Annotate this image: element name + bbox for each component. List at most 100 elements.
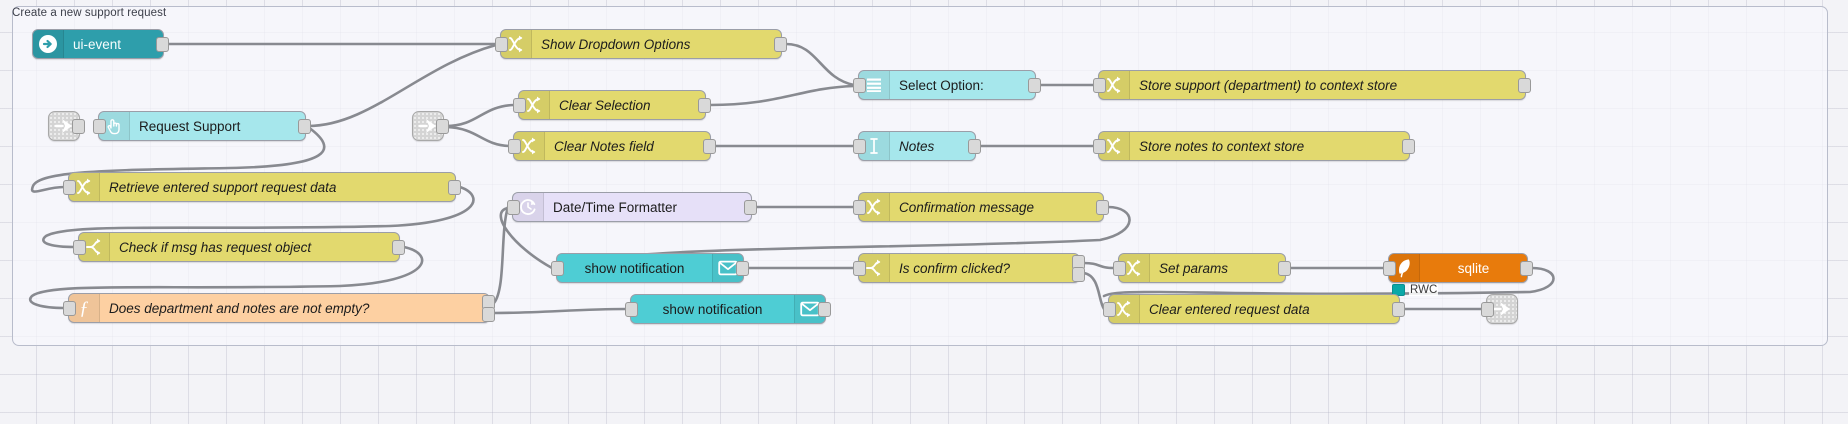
svg-text:ƒ: ƒ <box>79 298 89 318</box>
output-port[interactable] <box>1096 200 1109 215</box>
input-port[interactable] <box>73 240 86 255</box>
sqlite-status-badge: RWC <box>1392 284 1439 296</box>
output-port-2[interactable] <box>1072 266 1085 282</box>
output-port[interactable] <box>1520 261 1533 276</box>
wire-showdropdown-to-selectoption <box>784 42 856 87</box>
output-port[interactable] <box>736 261 749 276</box>
input-port[interactable] <box>853 261 866 276</box>
wire-clearselection-to-selectoption <box>708 84 856 107</box>
node-label: sqlite <box>1457 260 1490 276</box>
input-port[interactable] <box>1113 261 1126 276</box>
node-show-notification-2[interactable]: show notification <box>625 294 831 324</box>
node-clear-entered-request-data[interactable]: Clear entered request data <box>1103 294 1405 324</box>
input-port[interactable] <box>1093 139 1106 154</box>
node-sqlite[interactable]: sqlite <box>1383 253 1533 283</box>
node-label: show notification <box>584 260 685 276</box>
node-label: Is confirm clicked? <box>899 260 1011 276</box>
node-label: Date/Time Formatter <box>553 199 678 215</box>
node-link-out-1[interactable] <box>1481 294 1518 324</box>
input-port[interactable] <box>63 301 76 316</box>
node-notes[interactable]: Notes <box>853 131 981 161</box>
output-port[interactable] <box>1028 78 1041 93</box>
output-port[interactable] <box>968 139 981 154</box>
output-port[interactable] <box>436 119 449 134</box>
wire-retrieve-to-checkmsg <box>42 185 475 249</box>
node-label: Show Dropdown Options <box>541 36 691 52</box>
node-check-msg-request-object[interactable]: Check if msg has request object <box>73 232 405 262</box>
node-show-dropdown-options[interactable]: Show Dropdown Options <box>495 29 787 59</box>
wire-requestsupport-to-retrieve <box>30 125 326 193</box>
wire-function-to-datetime <box>492 205 510 305</box>
node-store-support-to-context[interactable]: Store support (department) to context st… <box>1093 70 1531 100</box>
input-port[interactable] <box>513 98 526 113</box>
input-port[interactable] <box>1103 302 1116 317</box>
node-date-time-formatter[interactable]: Date/Time Formatter <box>507 192 757 222</box>
input-port[interactable] <box>625 302 638 317</box>
input-port[interactable] <box>495 37 508 52</box>
node-store-notes-to-context[interactable]: Store notes to context store <box>1093 131 1415 161</box>
node-ui-event[interactable]: ui-event <box>32 29 169 59</box>
wire-linkin2-to-clearselection <box>444 103 516 128</box>
node-label: Store support (department) to context st… <box>1139 77 1398 93</box>
output-port[interactable] <box>698 98 711 113</box>
node-clear-notes-field[interactable]: Clear Notes field <box>508 131 716 161</box>
output-port[interactable] <box>1392 302 1405 317</box>
node-label: Notes <box>899 138 935 154</box>
input-port[interactable] <box>1481 302 1494 317</box>
node-label: Store notes to context store <box>1139 138 1305 154</box>
input-port[interactable] <box>1093 78 1106 93</box>
node-link-in-2[interactable] <box>412 111 449 141</box>
wire-requestsupport-to-showdropdown <box>306 43 498 128</box>
node-set-params[interactable]: Set params <box>1113 253 1291 283</box>
node-label: Does department and notes are not empty? <box>109 300 370 316</box>
node-request-support[interactable]: Request Support <box>93 111 311 141</box>
node-label: ui-event <box>73 36 122 52</box>
input-port[interactable] <box>1383 261 1396 276</box>
output-port[interactable] <box>392 240 405 255</box>
input-port[interactable] <box>507 200 520 215</box>
input-port[interactable] <box>93 119 106 134</box>
output-port[interactable] <box>1278 261 1291 276</box>
output-port[interactable] <box>1518 78 1531 93</box>
node-label: Request Support <box>139 118 241 134</box>
node-is-confirm-clicked[interactable]: Is confirm clicked? <box>853 253 1085 283</box>
node-confirmation-message[interactable]: Confirmation message <box>853 192 1109 222</box>
change-icon <box>859 193 890 221</box>
text-cursor-icon <box>859 132 890 160</box>
node-label: Clear Notes field <box>554 138 654 154</box>
output-port[interactable] <box>744 200 757 215</box>
wire-sqlite-to-clearrequest <box>1102 266 1555 298</box>
output-port[interactable] <box>448 180 461 195</box>
input-port[interactable] <box>551 261 564 276</box>
input-port[interactable] <box>853 200 866 215</box>
output-port[interactable] <box>818 302 831 317</box>
input-port[interactable] <box>63 180 76 195</box>
input-port[interactable] <box>508 139 521 154</box>
node-show-notification-1[interactable]: show notification <box>551 253 749 283</box>
wire-checkmsg-to-function <box>28 245 424 310</box>
flow-group-label: Create a new support request <box>12 7 167 19</box>
wire-linkin2-to-clearnotes <box>444 125 511 148</box>
node-department-notes-not-empty[interactable]: ƒ Does department and notes are not empt… <box>63 293 495 323</box>
output-port-2[interactable] <box>482 306 495 322</box>
input-port[interactable] <box>853 139 866 154</box>
output-port[interactable] <box>774 37 787 52</box>
input-port[interactable] <box>853 78 866 93</box>
arrow-right-circle-icon <box>33 30 64 58</box>
node-retrieve-request-data[interactable]: Retrieve entered support request data <box>63 172 461 202</box>
output-port[interactable] <box>703 139 716 154</box>
output-port[interactable] <box>1402 139 1415 154</box>
node-label: Check if msg has request object <box>119 239 312 255</box>
node-clear-selection[interactable]: Clear Selection <box>513 90 711 120</box>
node-label: Confirmation message <box>899 199 1035 215</box>
node-label: Set params <box>1159 260 1229 276</box>
envelope-icon <box>712 254 743 282</box>
node-label: Retrieve entered support request data <box>109 179 337 195</box>
node-select-option[interactable]: Select Option: <box>853 70 1041 100</box>
output-port[interactable] <box>298 119 311 134</box>
node-link-in-1[interactable] <box>48 111 85 141</box>
output-port[interactable] <box>156 37 169 52</box>
output-port[interactable] <box>72 119 85 134</box>
status-text: RWC <box>1409 284 1439 296</box>
